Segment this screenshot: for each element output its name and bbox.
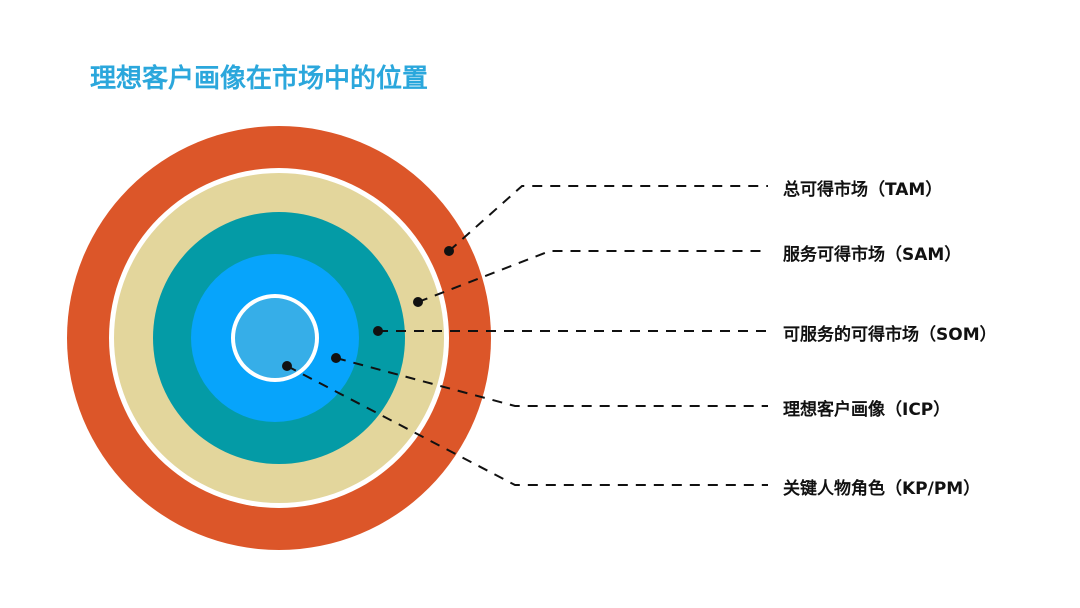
leader-line-tam (448, 185, 768, 252)
label-som: 可服务的可得市场（SOM） (783, 325, 997, 345)
label-tam: 总可得市场（TAM） (783, 180, 943, 200)
anchor-dot-sam (413, 297, 423, 307)
label-icp: 理想客户画像（ICP） (783, 400, 951, 420)
anchor-dot-tam (444, 246, 454, 256)
leader-line-icp (335, 357, 768, 407)
anchor-dot-som (373, 326, 383, 336)
ring-kp (231, 294, 319, 382)
label-kp: 关键人物角色（KP/PM） (783, 479, 981, 499)
diagram-title: 理想客户画像在市场中的位置 (90, 64, 429, 94)
anchor-dot-icp (331, 353, 341, 363)
leader-line-kp (286, 365, 768, 486)
anchor-dot-kp (282, 361, 292, 371)
label-sam: 服务可得市场（SAM） (783, 245, 962, 265)
